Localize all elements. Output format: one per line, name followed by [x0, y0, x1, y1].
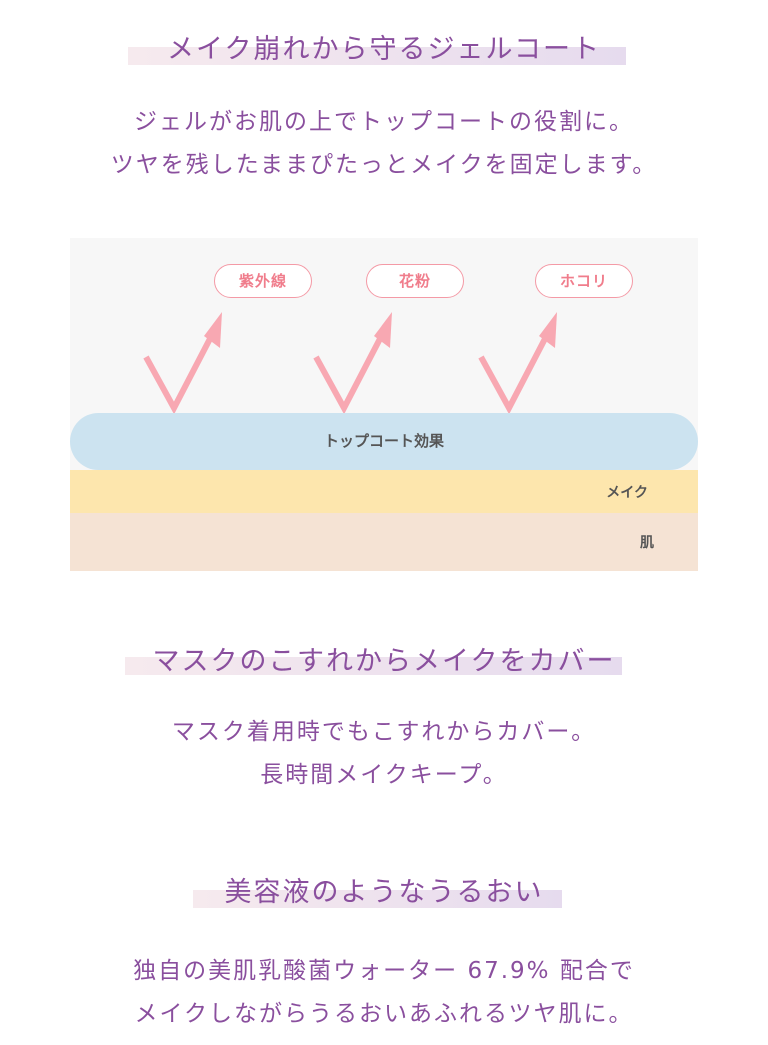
section1-line: ツヤを残したままぴたっとメイクを固定します。 [110, 152, 658, 178]
deflect-arrow-icon [478, 329, 552, 415]
skin-label: 肌 [640, 535, 654, 551]
arrows [143, 312, 557, 415]
tag-pollen: 花粉 [366, 264, 464, 298]
section3-line: メイクしながらうるおいあふれるツヤ肌に。 [134, 1001, 634, 1027]
deflect-arrow-icon [313, 329, 387, 415]
section2-heading: マスクのこすれからメイクをカバー [152, 646, 616, 677]
section2-body: マスク着用時でもこすれからカバー。 長時間メイクキープ。 [0, 711, 768, 797]
tag-dust: ホコリ [535, 264, 633, 298]
section1-line: ジェルがお肌の上でトップコートの役割に。 [134, 109, 634, 135]
arrowhead-icon [539, 312, 557, 348]
tag-uv: 紫外線 [214, 264, 312, 298]
makeup-label: メイク [606, 485, 648, 501]
section1-body: ジェルがお肌の上でトップコートの役割に。 ツヤを残したままぴたっとメイクを固定し… [0, 101, 768, 187]
heading-highlight [193, 890, 562, 908]
section2-line: 長時間メイクキープ。 [260, 762, 508, 788]
topcoat-layer: トップコート効果 [70, 413, 698, 470]
topcoat-diagram: 紫外線 花粉 ホコリ メイク 肌 トップコート効果 [70, 238, 698, 571]
heading-highlight [125, 657, 622, 675]
section3-line: 独自の美肌乳酸菌ウォーター 67.9% 配合で [133, 958, 635, 984]
deflect-arrow-icon [143, 329, 217, 415]
makeup-layer: メイク [70, 470, 698, 513]
arrowhead-icon [374, 312, 392, 348]
heading-highlight [128, 47, 626, 65]
section3-body: 独自の美肌乳酸菌ウォーター 67.9% 配合で メイクしながらうるおいあふれるツ… [0, 950, 768, 1036]
section1-heading: メイク崩れから守るジェルコート [167, 34, 601, 65]
skin-layer: 肌 [70, 513, 698, 571]
arrowhead-icon [204, 312, 222, 348]
section3-heading: 美容液のようなうるおい [224, 877, 544, 908]
section2-line: マスク着用時でもこすれからカバー。 [171, 719, 597, 745]
